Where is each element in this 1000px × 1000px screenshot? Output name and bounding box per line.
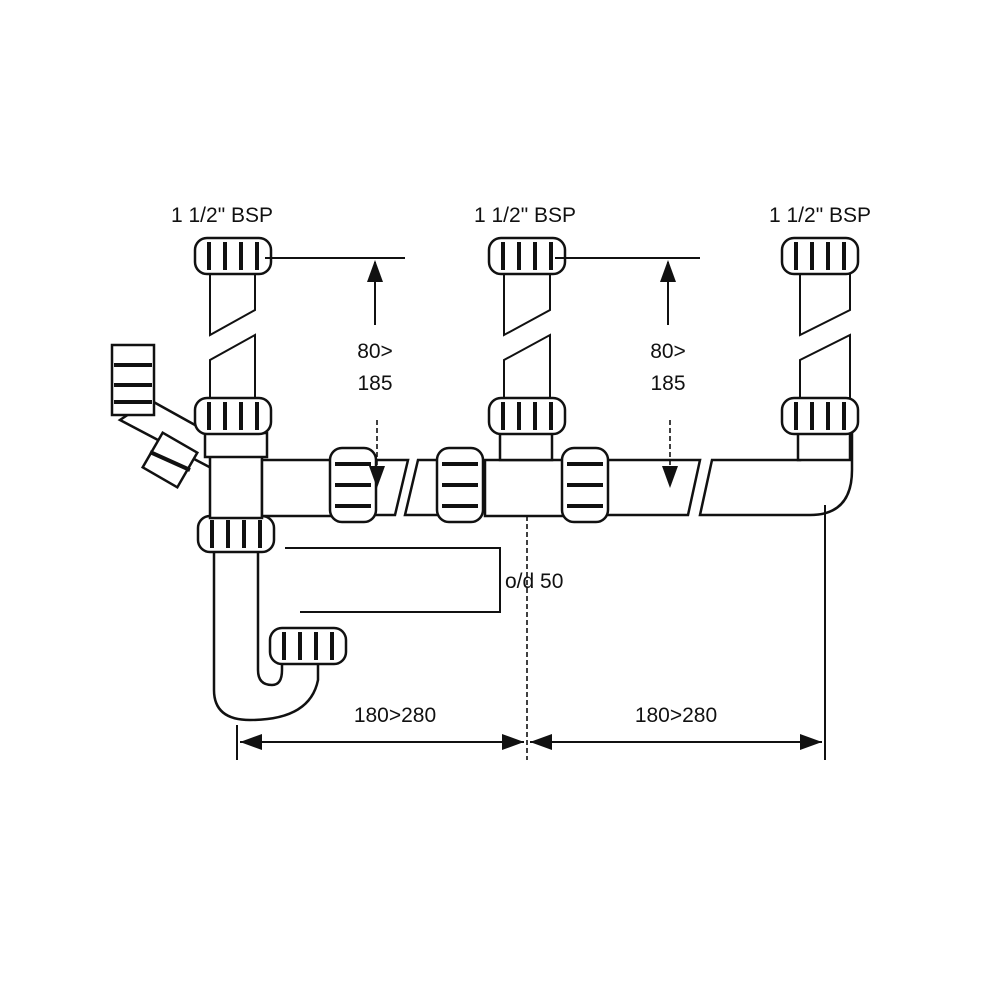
union-nut: [328, 446, 378, 524]
spacing-label-left: 180>280: [354, 704, 436, 727]
right-adapter: [796, 431, 852, 462]
bottle-trap-u-bend: [212, 548, 320, 722]
thread-label-middle: 1 1/2" BSP: [474, 204, 576, 227]
middle-adapter: [498, 431, 554, 462]
height-label-middle-2: 185: [650, 372, 685, 395]
pipe-segment: [603, 458, 702, 517]
tailpiece-outlet: [285, 547, 501, 613]
right-lower-nut: [780, 396, 860, 436]
spacing-label-right: 180>280: [635, 704, 717, 727]
right-top-nut: [780, 236, 860, 276]
height-dimension-left: [265, 257, 405, 488]
thread-label-left: 1 1/2" BSP: [171, 204, 273, 227]
pipe-segment: [260, 458, 334, 518]
middle-tee-body: [483, 458, 567, 518]
middle-lower-nut: [487, 396, 567, 436]
height-dimension-middle: [555, 257, 700, 488]
middle-inlet-pipe: [503, 272, 551, 400]
left-inlet-pipe: [209, 272, 256, 400]
union-nut: [560, 446, 610, 524]
trap-top-nut: [196, 514, 276, 554]
height-label-middle-1: 80>: [650, 340, 686, 363]
height-label-left-2: 185: [357, 372, 392, 395]
union-nut: [435, 446, 485, 524]
pipe-segment: [403, 458, 442, 517]
middle-top-nut: [487, 236, 567, 276]
left-tee-body: [203, 431, 269, 520]
outer-diameter-label: o/d 50: [505, 570, 563, 593]
height-label-left-1: 80>: [357, 340, 393, 363]
trap-nut: [268, 626, 348, 666]
left-lower-nut: [193, 396, 273, 436]
spacing-dimension: [236, 505, 826, 760]
thread-label-right: 1 1/2" BSP: [769, 204, 871, 227]
right-inlet-pipe: [799, 272, 851, 400]
left-top-nut: [193, 236, 273, 276]
